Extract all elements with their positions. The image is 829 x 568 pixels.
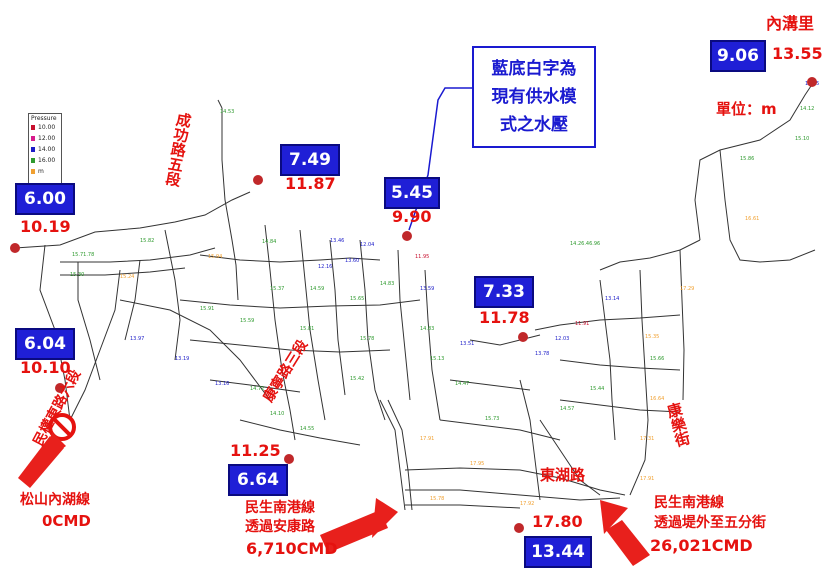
modeled-pressure-value: 11.87 <box>285 174 336 193</box>
svg-text:15.35: 15.35 <box>645 334 659 340</box>
svg-text:14.83: 14.83 <box>420 326 434 332</box>
svg-text:15.30: 15.30 <box>70 272 84 278</box>
svg-text:15.73: 15.73 <box>485 416 499 422</box>
svg-text:15.65: 15.65 <box>350 296 364 302</box>
legend-title: Pressure <box>31 115 57 122</box>
svg-text:14.12: 14.12 <box>800 106 814 112</box>
svg-text:13.97: 13.97 <box>130 336 144 342</box>
legend-entry: 10.00 <box>31 124 59 132</box>
svg-text:15.82: 15.82 <box>140 238 154 244</box>
svg-text:14.57: 14.57 <box>560 406 574 412</box>
svg-text:11.91: 11.91 <box>575 321 589 327</box>
legend-entry: 12.00 <box>31 135 59 143</box>
modeled-pressure-value: 10.10 <box>20 358 71 377</box>
svg-text:13.14: 13.14 <box>605 296 619 302</box>
inflow-route-label: 透過堤外至五分街 <box>654 515 766 531</box>
svg-text:14.55: 14.55 <box>300 426 314 432</box>
current-pressure-box: 7.49 <box>280 144 340 176</box>
svg-text:14.53: 14.53 <box>220 109 234 115</box>
road-label: 東湖路 <box>540 466 586 484</box>
svg-text:15.37: 15.37 <box>270 286 284 292</box>
svg-text:17.29: 17.29 <box>680 286 694 292</box>
svg-text:15.78: 15.78 <box>360 336 374 342</box>
current-pressure-box: 6.04 <box>15 328 75 360</box>
svg-text:17.92: 17.92 <box>520 501 534 507</box>
current-pressure-box: 6.00 <box>15 183 75 215</box>
svg-text:17.95: 17.95 <box>470 461 484 467</box>
legend-entry: m <box>31 168 59 176</box>
svg-text:17.31: 17.31 <box>640 436 654 442</box>
svg-text:13.59: 13.59 <box>420 286 434 292</box>
svg-text:14.83: 14.83 <box>380 281 394 287</box>
inflow-flow-value: 0CMD <box>42 512 91 530</box>
svg-text:17.91: 17.91 <box>420 436 434 442</box>
svg-text:15.91: 15.91 <box>200 306 214 312</box>
svg-text:12.03: 12.03 <box>555 336 569 342</box>
svg-text:13.16: 13.16 <box>215 381 229 387</box>
current-pressure-box: 9.06 <box>710 40 766 72</box>
no-entry-icon <box>48 413 76 441</box>
svg-text:15.59: 15.59 <box>240 318 254 324</box>
modeled-pressure-value: 9.90 <box>392 207 432 226</box>
inflow-route-label: 透過安康路 <box>245 519 315 535</box>
inflow-line-label: 民生南港線 <box>245 500 315 516</box>
svg-text:16.64: 16.64 <box>650 396 664 402</box>
svg-text:15.42: 15.42 <box>350 376 364 382</box>
current-pressure-box: 13.44 <box>524 536 592 568</box>
inflow-line-label: 民生南港線 <box>654 495 724 511</box>
modeled-pressure-value: 11.78 <box>479 308 530 327</box>
pressure-legend: Pressure 10.00 12.00 14.00 16.00 m <box>28 113 62 187</box>
current-pressure-box: 5.45 <box>384 177 440 209</box>
legend-entry: 14.00 <box>31 146 59 154</box>
modeled-pressure-value: 10.19 <box>20 217 71 236</box>
inflow-line-label: 松山內湖線 <box>20 492 90 508</box>
current-pressure-box: 6.64 <box>228 464 288 496</box>
svg-text:15.13: 15.13 <box>430 356 444 362</box>
svg-text:13.51: 13.51 <box>460 341 474 347</box>
svg-text:15.44: 15.44 <box>590 386 604 392</box>
svg-text:15.78: 15.78 <box>430 496 444 502</box>
svg-text:17.91: 17.91 <box>640 476 654 482</box>
modeled-pressure-value: 11.25 <box>230 441 281 460</box>
svg-text:12.04: 12.04 <box>360 242 374 248</box>
svg-text:15.71.78: 15.71.78 <box>72 252 94 258</box>
modeled-pressure-value: 17.80 <box>532 512 583 531</box>
svg-text:14.10: 14.10 <box>270 411 284 417</box>
svg-text:16.61: 16.61 <box>745 216 759 222</box>
svg-text:13.46: 13.46 <box>330 238 344 244</box>
svg-text:14.59: 14.59 <box>310 286 324 292</box>
current-pressure-box: 7.33 <box>474 276 534 308</box>
legend-callout: 藍底白字為現有供水模式之水壓 <box>472 46 596 148</box>
svg-text:14.47: 14.47 <box>455 381 469 387</box>
svg-text:13.60: 13.60 <box>345 258 359 264</box>
svg-text:13.19: 13.19 <box>175 356 189 362</box>
inflow-flow-value: 26,021CMD <box>650 536 753 555</box>
svg-text:15.10: 15.10 <box>795 136 809 142</box>
svg-text:14.72: 14.72 <box>250 386 264 392</box>
modeled-pressure-value: 13.55 <box>772 44 823 63</box>
unit-label: 單位：m <box>716 100 777 118</box>
svg-text:15.66: 15.66 <box>650 356 664 362</box>
svg-text:15.81: 15.81 <box>300 326 314 332</box>
svg-text:15.86: 15.86 <box>740 156 754 162</box>
svg-text:11.95: 11.95 <box>415 254 429 260</box>
area-title: 內溝里 <box>766 14 815 33</box>
svg-text:15.94: 15.94 <box>208 254 222 260</box>
svg-text:12.16: 12.16 <box>318 264 332 270</box>
inflow-flow-value: 6,710CMD <box>246 539 338 558</box>
inflow-arrows <box>18 432 650 566</box>
svg-text:15.24: 15.24 <box>120 274 134 280</box>
svg-text:14.84: 14.84 <box>262 239 276 245</box>
svg-text:14.26.46.96: 14.26.46.96 <box>570 241 600 247</box>
legend-entry: 16.00 <box>31 157 59 165</box>
svg-text:13.78: 13.78 <box>535 351 549 357</box>
